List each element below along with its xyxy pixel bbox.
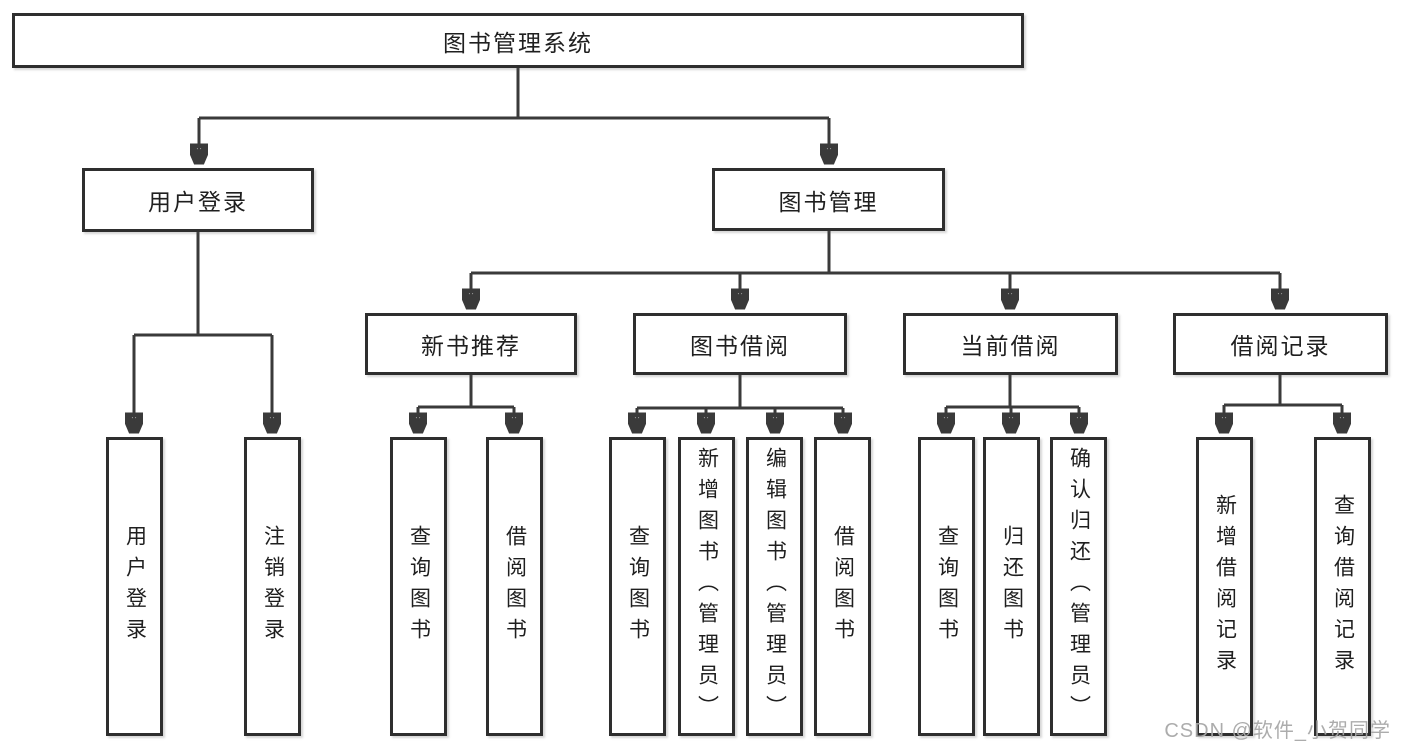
connector-records-bus bbox=[1224, 375, 1342, 407]
leaf-user-login: 用户登录 bbox=[106, 437, 163, 736]
leaf-borrow-add-book-admin: 新增图书（管理员） bbox=[678, 437, 735, 736]
node-borrow-records: 借阅记录 bbox=[1173, 313, 1388, 375]
node-book-borrow: 图书借阅 bbox=[633, 313, 847, 375]
leaf-recommend-query-book: 查询图书 bbox=[390, 437, 447, 736]
connector-current-bus bbox=[946, 375, 1079, 409]
connector-root-bus bbox=[199, 68, 829, 120]
connector-book-management-bus bbox=[471, 231, 1280, 275]
leaf-borrow-edit-book-admin: 编辑图书（管理员） bbox=[746, 437, 803, 736]
node-user-login: 用户登录 bbox=[82, 168, 314, 232]
node-current-borrow: 当前借阅 bbox=[903, 313, 1118, 375]
connector-recommend-bus bbox=[418, 375, 514, 409]
leaf-borrow-query-book: 查询图书 bbox=[609, 437, 666, 736]
leaf-logout: 注销登录 bbox=[244, 437, 301, 736]
connector-borrow-bus bbox=[637, 375, 843, 410]
leaf-current-return-book: 归还图书 bbox=[983, 437, 1040, 736]
leaf-records-add-record: 新增借阅记录 bbox=[1196, 437, 1253, 736]
leaf-borrow-borrow-book: 借阅图书 bbox=[814, 437, 871, 736]
node-book-management: 图书管理 bbox=[712, 168, 945, 231]
leaf-current-query-book: 查询图书 bbox=[918, 437, 975, 736]
leaf-recommend-borrow-book: 借阅图书 bbox=[486, 437, 543, 736]
connector-user-login-bus bbox=[134, 232, 272, 337]
csdn-watermark: CSDN @软件_小贺同学 bbox=[1164, 720, 1391, 742]
leaf-current-confirm-return-admin: 确认归还（管理员） bbox=[1050, 437, 1107, 736]
leaf-records-query-record: 查询借阅记录 bbox=[1314, 437, 1371, 736]
node-new-book-recommend: 新书推荐 bbox=[365, 313, 577, 375]
node-root-system: 图书管理系统 bbox=[12, 13, 1024, 68]
